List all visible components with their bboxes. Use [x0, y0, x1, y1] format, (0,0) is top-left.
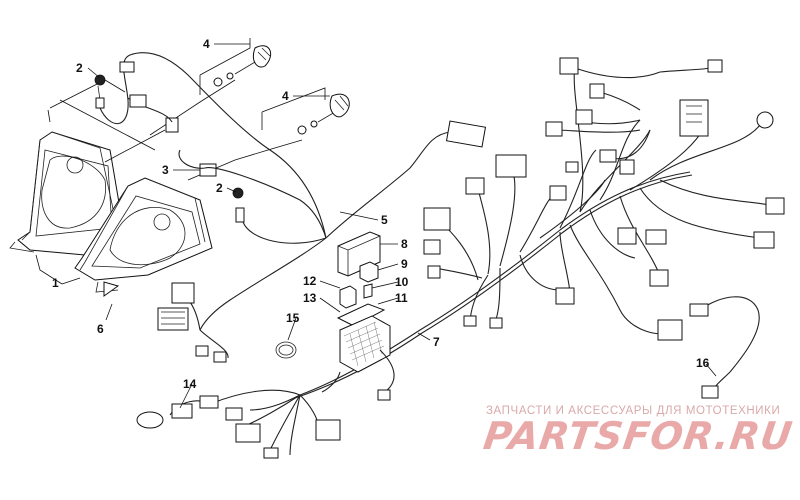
- callout-12: 12: [303, 274, 317, 288]
- main-harness: [294, 57, 785, 399]
- callout-16: 16: [696, 356, 710, 370]
- callout-2-lower: 2: [216, 181, 223, 195]
- fuse-block-grid: [343, 321, 385, 367]
- headlight-harness: [99, 52, 487, 363]
- item-15-clip: [275, 341, 297, 359]
- fuse-relay-box: [336, 231, 391, 373]
- headlight-assembly: [9, 131, 213, 293]
- callout-11: 11: [395, 291, 408, 305]
- callout-14: 14: [183, 377, 197, 391]
- callout-4-top: 4: [203, 37, 210, 51]
- callout-9: 9: [401, 257, 408, 271]
- bulb-socket-items: [94, 45, 350, 223]
- callout-1: 1: [52, 276, 59, 290]
- part-number-labels: 1 2 2 3 4 4 5 6 7 8 9 10 11 12 13 15 14 …: [52, 37, 710, 391]
- callout-13: 13: [303, 291, 317, 305]
- lower-harness: [136, 349, 395, 459]
- callout-5: 5: [381, 213, 388, 227]
- callout-7: 7: [433, 335, 440, 349]
- callout-3: 3: [162, 163, 169, 177]
- watermark-logo: PARTSFOR.RU: [480, 414, 796, 458]
- callout-10: 10: [395, 275, 409, 289]
- callout-6: 6: [97, 322, 104, 336]
- watermark-tagline: ЗАПЧАСТИ И АКСЕССУАРЫ ДЛЯ МОТОТЕХНИКИ: [486, 405, 781, 417]
- callout-15: 15: [286, 311, 300, 325]
- callout-8: 8: [401, 237, 408, 251]
- callout-2-top: 2: [76, 61, 83, 75]
- callout-4-lower: 4: [282, 89, 289, 103]
- callout-leaders: [35, 43, 717, 409]
- item-16-harness: [689, 296, 760, 399]
